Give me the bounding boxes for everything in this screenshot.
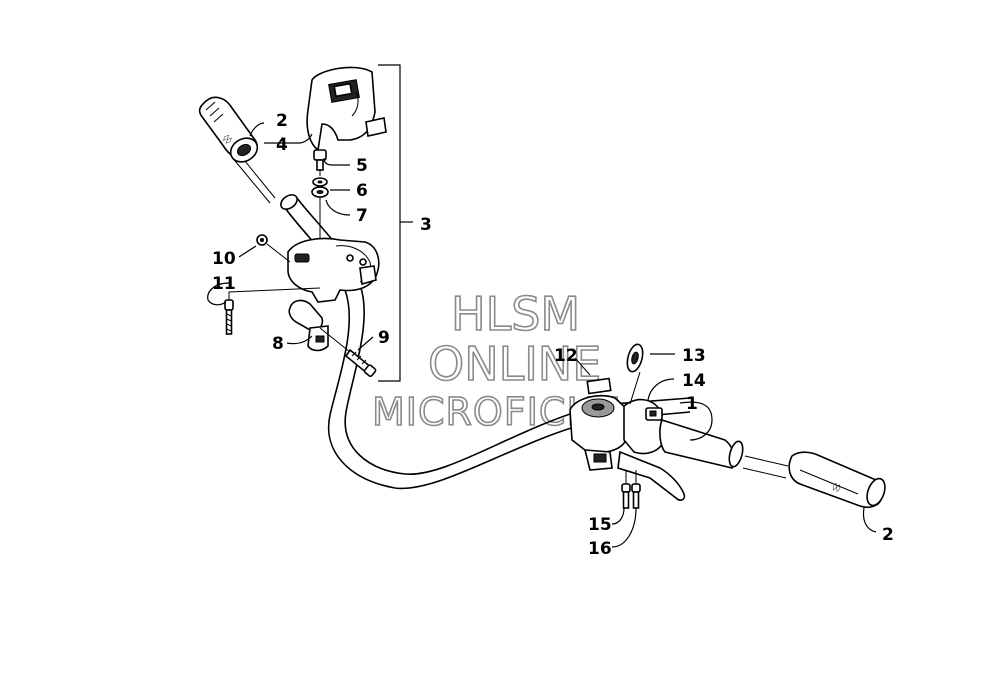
callout-8: 8 bbox=[272, 334, 284, 354]
screw-right bbox=[319, 327, 377, 378]
callout-11: 11 bbox=[212, 274, 236, 294]
callout-13: 13 bbox=[682, 346, 706, 366]
callout-5: 5 bbox=[356, 156, 368, 176]
callout-7: 7 bbox=[356, 206, 368, 226]
decal-12 bbox=[586, 377, 612, 395]
callout-2-right: 2 bbox=[882, 525, 894, 545]
switch-lever bbox=[288, 299, 329, 352]
callout-1: 1 bbox=[686, 394, 698, 414]
screws-lower bbox=[621, 470, 641, 509]
switch-housing-top bbox=[306, 66, 387, 152]
svg-text:◊◊: ◊◊ bbox=[222, 133, 234, 145]
handlebar-end-left bbox=[280, 194, 298, 210]
right-grip: ◊◊ bbox=[742, 451, 886, 509]
callout-9: 9 bbox=[378, 328, 390, 348]
callout-3: 3 bbox=[420, 215, 432, 235]
left-grip: ◊◊ bbox=[198, 96, 259, 163]
callouts: 1 2 2 3 4 5 6 7 8 9 10 11 12 13 14 15 16 bbox=[212, 111, 894, 559]
callout-2-left: 2 bbox=[276, 111, 288, 131]
watermark-line-2: ONLINE bbox=[428, 337, 601, 391]
leader-lines bbox=[207, 64, 877, 548]
callout-6: 6 bbox=[356, 181, 368, 201]
callout-12: 12 bbox=[554, 346, 578, 366]
callout-15: 15 bbox=[588, 515, 612, 535]
nut-and-screw-left bbox=[224, 234, 321, 335]
svg-text:◊◊: ◊◊ bbox=[831, 482, 842, 493]
callout-14: 14 bbox=[682, 371, 706, 391]
callout-4: 4 bbox=[276, 135, 288, 155]
callout-10: 10 bbox=[212, 249, 236, 269]
switch-housing-bottom bbox=[287, 237, 380, 303]
watermark-line-1: HLSM bbox=[451, 287, 580, 341]
screw-washer-stack bbox=[311, 149, 329, 262]
callout-16: 16 bbox=[588, 539, 612, 559]
throttle-assembly bbox=[569, 343, 744, 501]
